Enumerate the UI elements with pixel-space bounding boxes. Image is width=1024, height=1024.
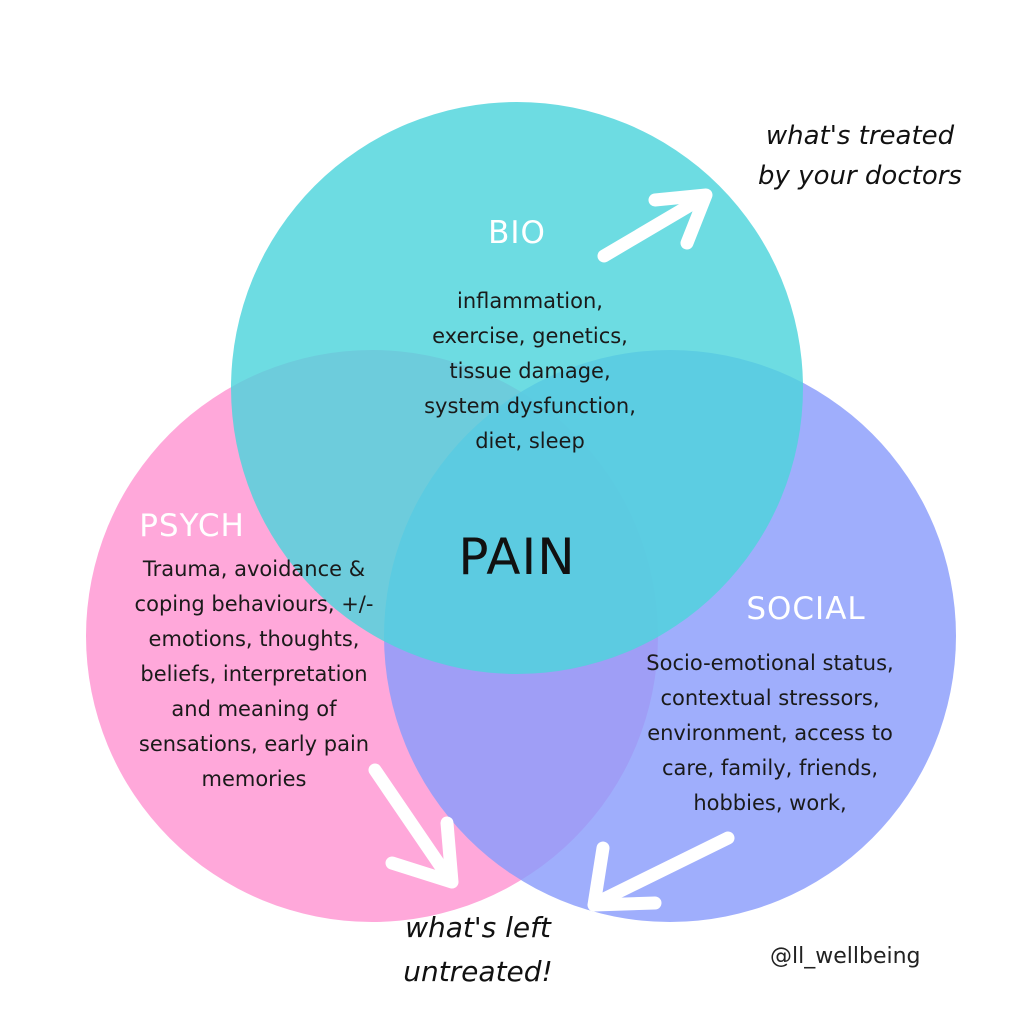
arrow-up-right-icon xyxy=(597,188,713,263)
social-factor-line: environment, access to xyxy=(647,721,893,745)
treated-annotation-line: what's treated xyxy=(765,121,955,151)
bio-title: BIO xyxy=(488,215,546,251)
treated-annotation: what's treated by your doctors xyxy=(735,116,985,196)
social-factor-line: hobbies, work, xyxy=(693,791,847,815)
arrow-down-right-icon xyxy=(368,763,459,889)
psych-factor-line: coping behaviours, +/- xyxy=(134,592,374,616)
arrow-down-left-icon xyxy=(587,831,735,912)
psych-factor-line: and meaning of xyxy=(171,697,337,721)
bio-factor-line: exercise, genetics, xyxy=(432,324,628,348)
bio-factor-line: diet, sleep xyxy=(475,429,585,453)
bio-circle xyxy=(231,102,803,674)
social-factors: Socio-emotional status, contextual stres… xyxy=(608,646,932,821)
social-factor-line: care, family, friends, xyxy=(661,756,879,780)
psych-factor-line: emotions, thoughts, xyxy=(148,627,360,651)
psych-title: PSYCH xyxy=(139,508,245,544)
center-label-pain: PAIN xyxy=(458,528,576,586)
psych-factors: Trauma, avoidance & coping behaviours, +… xyxy=(104,552,404,797)
untreated-annotation-line: what's left xyxy=(405,911,551,944)
social-factor-line: contextual stressors, xyxy=(660,686,880,710)
bio-factor-line: inflammation, xyxy=(457,289,603,313)
treated-annotation-line: by your doctors xyxy=(758,161,962,191)
psych-factor-line: beliefs, interpretation xyxy=(140,662,368,686)
untreated-annotation-line: untreated! xyxy=(403,955,553,988)
untreated-annotation: what's left untreated! xyxy=(372,906,584,994)
social-factor-line: Socio-emotional status, xyxy=(646,651,894,675)
psych-factor-line: sensations, early pain xyxy=(138,732,370,756)
psych-factor-line: memories xyxy=(201,767,307,791)
bio-factor-line: system dysfunction, xyxy=(424,394,636,418)
psych-factor-line: Trauma, avoidance & xyxy=(142,557,366,581)
bio-factors: inflammation, exercise, genetics, tissue… xyxy=(380,284,680,459)
social-handle: @ll_wellbeing xyxy=(770,944,921,969)
social-title: SOCIAL xyxy=(746,591,866,627)
bio-factor-line: tissue damage, xyxy=(449,359,611,383)
